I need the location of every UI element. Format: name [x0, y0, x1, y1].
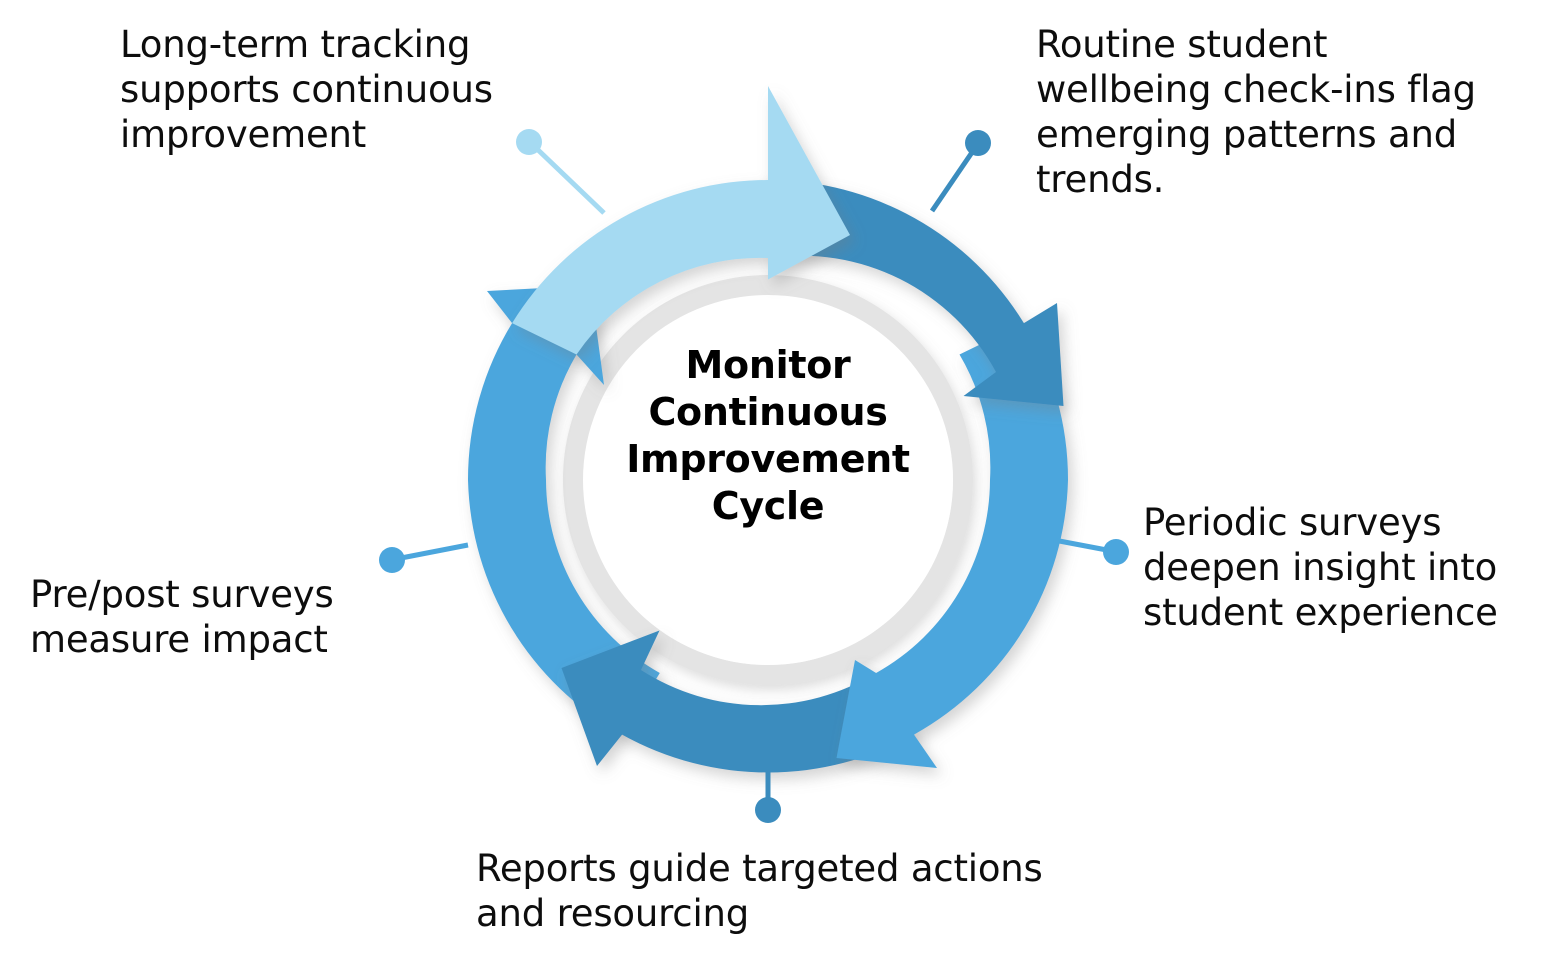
segment-top-left[interactable]: [512, 86, 850, 355]
callout-right: Periodic surveys deepen insight into stu…: [1143, 501, 1498, 635]
callout-top-right: Routine student wellbeing check-ins flag…: [1036, 23, 1476, 202]
center-label: Monitor Continuous Improvement Cycle: [626, 343, 910, 529]
center-disc: [583, 295, 953, 665]
segment-left[interactable]: [467, 285, 660, 735]
callout-top-left: Long-term tracking supports continuous i…: [120, 23, 493, 157]
callout-left: Pre/post surveys measure impact: [30, 573, 334, 662]
connector-bottom: [755, 752, 781, 823]
segment-bottom[interactable]: [561, 630, 915, 773]
callout-bottom: Reports guide targeted actions and resou…: [476, 847, 1043, 936]
connector-top-left: [516, 129, 606, 215]
segment-right[interactable]: [836, 323, 1069, 768]
connector-right: [1053, 537, 1129, 565]
connector-left: [379, 542, 469, 573]
connector-top-right: [929, 130, 991, 213]
